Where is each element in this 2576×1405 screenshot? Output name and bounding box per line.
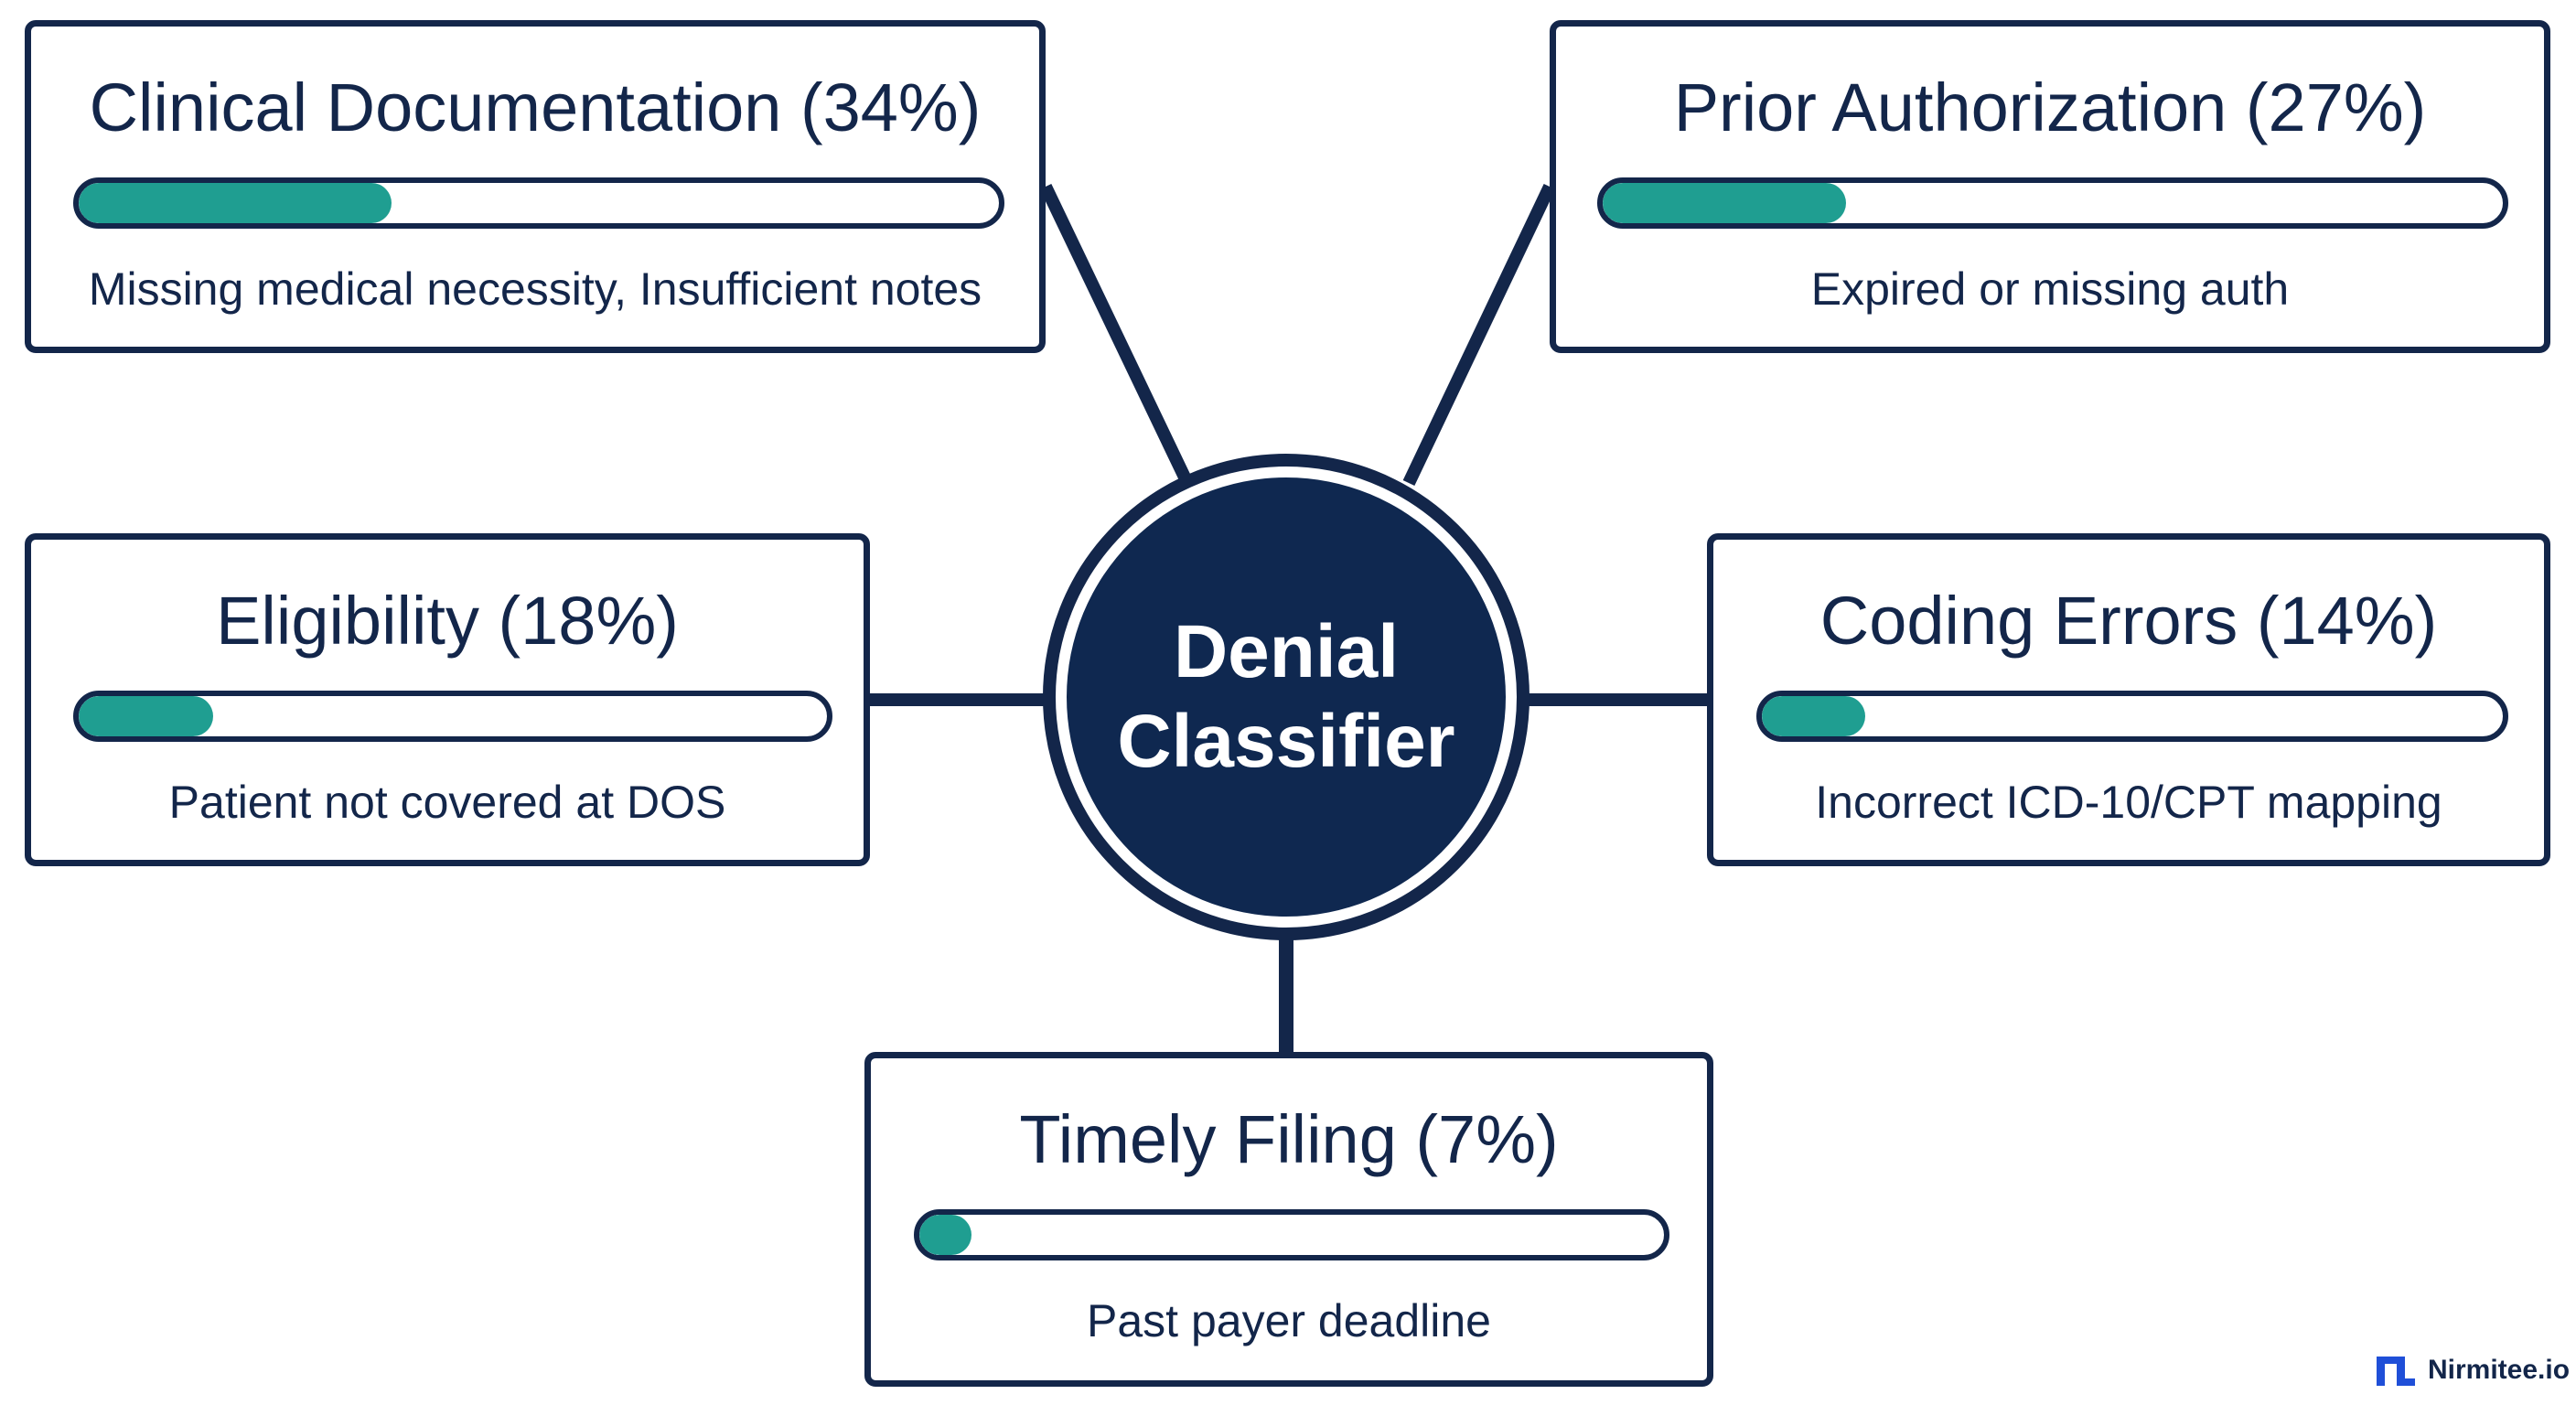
denial-classifier-hub: Denial Classifier [1043, 454, 1530, 940]
hub-label-line2: Classifier [1117, 700, 1455, 783]
category-card-coding-errors: Coding Errors (14%) Incorrect ICD-10/CPT… [1707, 533, 2550, 866]
category-card-eligibility: Eligibility (18%) Patient not covered at… [25, 533, 870, 866]
connector-prior [1402, 183, 1556, 487]
category-title: Timely Filing (7%) [1019, 1101, 1559, 1177]
progress-bar [1756, 691, 2508, 742]
category-title: Prior Authorization (27%) [1673, 70, 2427, 145]
progress-bar-fill [919, 1215, 971, 1255]
category-description: Missing medical necessity, Insufficient … [88, 263, 982, 315]
category-description: Incorrect ICD-10/CPT mapping [1815, 777, 2442, 828]
progress-bar [73, 177, 1004, 229]
category-description: Patient not covered at DOS [168, 777, 726, 828]
category-title: Clinical Documentation (34%) [89, 70, 982, 145]
progress-bar-fill [79, 183, 392, 223]
hub-label-line1: Denial [1173, 610, 1400, 693]
connector-clinical [1039, 183, 1194, 487]
progress-bar-fill [79, 696, 214, 736]
category-description: Past payer deadline [1087, 1295, 1491, 1346]
progress-bar [1597, 177, 2508, 229]
category-title: Coding Errors (14%) [1819, 583, 2438, 659]
progress-bar-fill [1762, 696, 1866, 736]
brand-name: Nirmitee.io [2428, 1355, 2571, 1385]
category-card-prior-authorization: Prior Authorization (27%) Expired or mis… [1550, 20, 2550, 353]
category-card-timely-filing: Timely Filing (7%) Past payer deadline [864, 1052, 1713, 1387]
nirmitee-logo-icon [2377, 1357, 2415, 1386]
category-title: Eligibility (18%) [216, 583, 679, 659]
brand-watermark: Nirmitee.io [2375, 1350, 2570, 1390]
progress-bar [73, 691, 832, 742]
progress-bar [914, 1209, 1669, 1260]
hub-core: Denial Classifier [1067, 477, 1506, 917]
category-card-clinical-documentation: Clinical Documentation (34%) Missing med… [25, 20, 1046, 353]
category-description: Expired or missing auth [1810, 263, 2290, 315]
progress-bar-fill [1603, 183, 1846, 223]
